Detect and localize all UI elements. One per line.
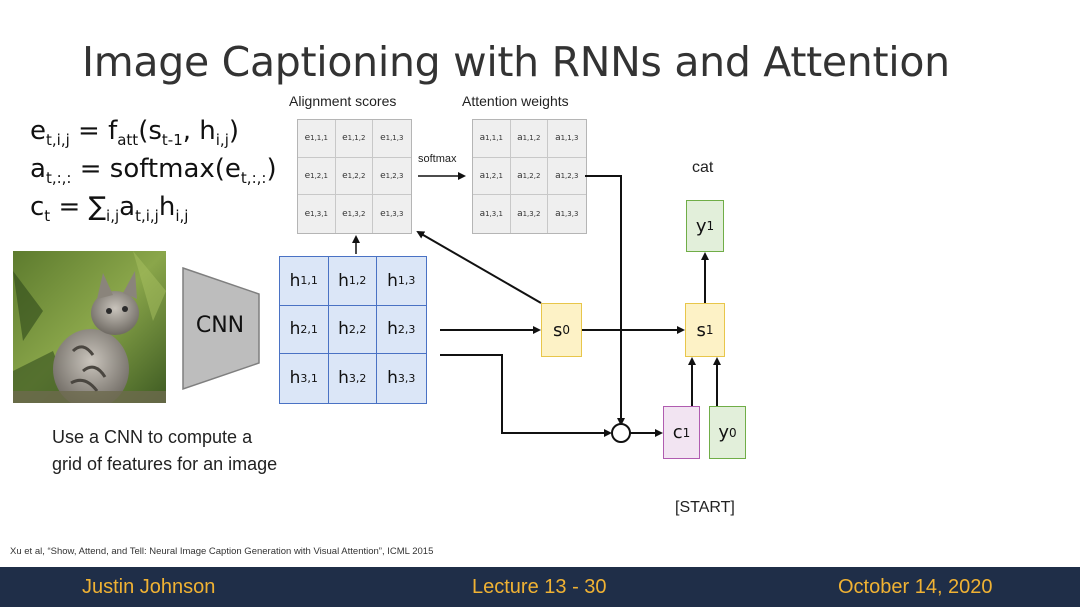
combine-node <box>611 423 631 443</box>
attention-weights-label: Attention weights <box>462 93 569 109</box>
features-to-combine-arrow <box>440 354 612 437</box>
cnn-block <box>182 266 260 391</box>
cnn-caption: Use a CNN to compute a grid of features … <box>52 427 278 474</box>
footer-bar: Justin Johnson Lecture 13 - 30 October 1… <box>0 567 1080 607</box>
s0-to-alignment-arrow <box>416 231 542 304</box>
cnn-label: CNN <box>195 313 245 338</box>
footer-author: Justin Johnson <box>82 576 216 598</box>
footer-date: October 14, 2020 <box>838 576 993 598</box>
footer-lecture: Lecture 13 - 30 <box>472 576 607 598</box>
alignment-scores-label: Alignment scores <box>289 93 397 109</box>
citation: Xu et al, “Show, Attend, and Tell: Neura… <box>10 546 434 557</box>
slide-title: Image Captioning with RNNs and Attention <box>82 38 950 86</box>
equation-context: ct = ∑i,jat,i,jhi,j <box>30 192 189 226</box>
start-token-label: [START] <box>675 499 735 516</box>
cat-photo <box>13 251 166 403</box>
equation-alignment: et,i,j = fatt(st-1, hi,j) <box>30 116 240 150</box>
softmax-label: softmax <box>418 153 457 165</box>
output-word-cat: cat <box>692 159 714 176</box>
attention-to-combine-arrow <box>585 175 625 426</box>
equation-softmax: at,:,: = softmax(et,:,:) <box>30 154 277 188</box>
